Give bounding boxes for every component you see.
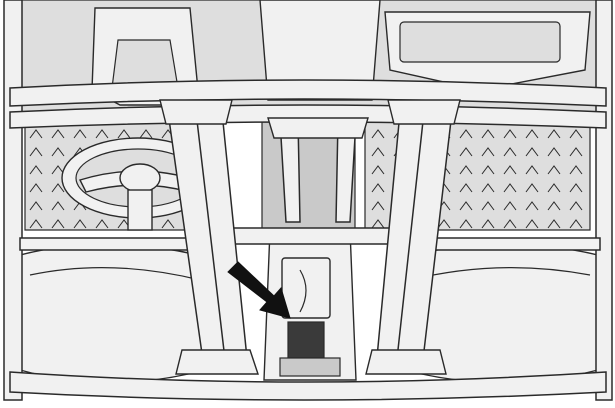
tread-chevron (503, 129, 517, 139)
tread-chevron (73, 219, 87, 229)
right-top-bracket (387, 99, 461, 125)
tread-chevron (525, 219, 539, 229)
steering-wheel-hub (119, 163, 161, 193)
tread-chevron (95, 219, 109, 229)
right-frame-post (595, 0, 613, 401)
tread-chevron (503, 147, 517, 157)
tread-chevron (481, 147, 495, 157)
tread-chevron (51, 147, 65, 157)
callout (227, 261, 291, 319)
tread-chevron (117, 129, 131, 139)
left-frame-post (3, 0, 23, 401)
tread-chevron (503, 165, 517, 175)
floor-tread-pattern-right (371, 129, 583, 229)
bottom-cross-bar (9, 371, 607, 401)
tread-chevron (525, 129, 539, 139)
tread-chevron (547, 183, 561, 193)
tread-chevron (51, 201, 65, 211)
tread-chevron (525, 165, 539, 175)
tread-chevron (51, 219, 65, 229)
tread-chevron (459, 183, 473, 193)
tread-chevron (371, 147, 385, 157)
tread-chevron (569, 219, 583, 229)
tread-chevron (459, 165, 473, 175)
tread-chevron (547, 129, 561, 139)
tread-chevron (481, 219, 495, 229)
highlighted-component (287, 321, 325, 359)
tread-chevron (525, 183, 539, 193)
tread-chevron (29, 183, 43, 193)
tread-chevron (139, 129, 153, 139)
tread-chevron (525, 147, 539, 157)
right-bottom-bracket (365, 349, 447, 375)
arrow-icon (227, 261, 291, 319)
tread-chevron (503, 183, 517, 193)
left-top-bracket (159, 99, 233, 125)
component-base (279, 357, 341, 377)
tread-chevron (459, 147, 473, 157)
tread-chevron (51, 129, 65, 139)
mid-cross-bar (214, 227, 406, 245)
tread-chevron (437, 219, 451, 229)
tread-chevron (29, 129, 43, 139)
tread-chevron (459, 219, 473, 229)
tread-chevron (569, 165, 583, 175)
tread-chevron (569, 201, 583, 211)
steering-wheel (61, 137, 215, 231)
tread-chevron (547, 165, 561, 175)
tread-chevron (51, 183, 65, 193)
tread-chevron (161, 219, 175, 229)
tread-chevron (547, 219, 561, 229)
seat-cushion (111, 39, 179, 89)
tread-chevron (73, 129, 87, 139)
frame-tubes (3, 0, 613, 401)
tread-chevron (503, 219, 517, 229)
tread-chevron (481, 201, 495, 211)
tread-chevron (481, 183, 495, 193)
tread-chevron (547, 201, 561, 211)
tread-chevron (371, 201, 385, 211)
tread-chevron (371, 165, 385, 175)
tread-chevron (29, 147, 43, 157)
tread-chevron (569, 183, 583, 193)
tread-chevron (569, 129, 583, 139)
tread-chevron (481, 165, 495, 175)
right-dash-recess (399, 21, 561, 63)
tread-chevron (95, 129, 109, 139)
tread-chevron (29, 165, 43, 175)
center-component-area (279, 257, 341, 377)
tread-chevron (569, 147, 583, 157)
tread-chevron (481, 129, 495, 139)
tread-chevron (51, 165, 65, 175)
steering-column (127, 189, 153, 231)
tread-chevron (29, 219, 43, 229)
tread-chevron (371, 219, 385, 229)
wiring (299, 269, 307, 313)
tread-chevron (371, 183, 385, 193)
tread-chevron (29, 201, 43, 211)
left-fender-crease (29, 266, 201, 281)
center-support-cap (267, 117, 369, 139)
tread-chevron (525, 201, 539, 211)
left-bottom-bracket (175, 349, 259, 375)
tread-chevron (371, 129, 385, 139)
tread-chevron (459, 129, 473, 139)
tread-chevron (459, 201, 473, 211)
tread-chevron (503, 201, 517, 211)
tread-chevron (547, 147, 561, 157)
